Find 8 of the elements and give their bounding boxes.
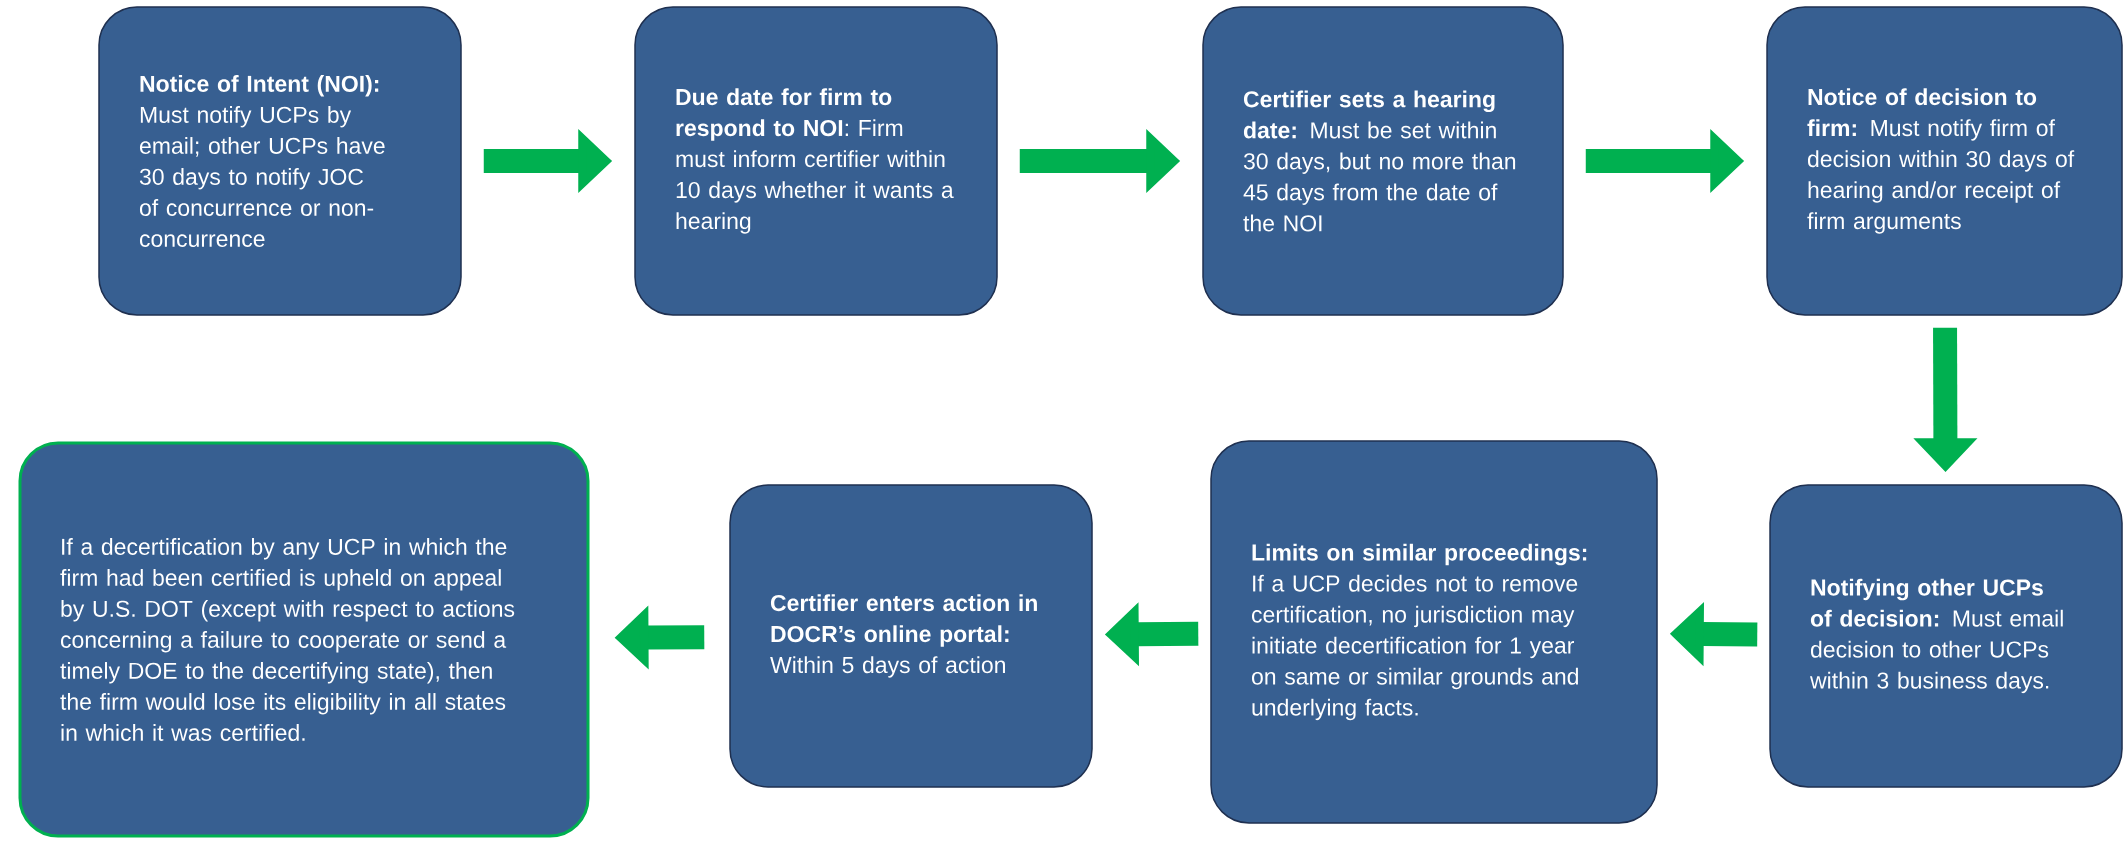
process-box: If a decertification by any UCP in which the firm had been certified is upheld on appeal by U.S. DOT (except with respect to actions concerning a failure to cooperate or send a timely DOE to the decertifying state), then the firm would lose its eligibility in all states in which it was certified. <box>18 441 590 838</box>
process-box: Notice of decision to firm: Must notify firm of decision within 30 days of hearing and/or receipt of firm arguments <box>1766 6 2123 316</box>
process-box: Certifier sets a hearing date: Must be set within 30 days, but no more than 45 days from the date of the NOI <box>1202 6 1564 316</box>
process-box: Notice of Intent (NOI): Must notify UCPs by email; other UCPs have 30 days to notify JOC of concurrence or non-concurrence <box>98 6 462 316</box>
process-box: Certifier enters action in DOCR’s online portal: Within 5 days of action <box>729 484 1093 788</box>
process-box: Due date for firm to respond to NOI: Firm must inform certifier within 10 days whether it wants a hearing <box>634 6 998 316</box>
process-box: Notifying other UCPs of decision: Must email decision to other UCPs within 3 business days. <box>1769 484 2123 788</box>
process-box: Limits on similar proceedings: If a UCP decides not to remove certification, no jurisdiction may initiate decertification for 1 year on same or similar grounds and underlying facts. <box>1210 440 1658 824</box>
